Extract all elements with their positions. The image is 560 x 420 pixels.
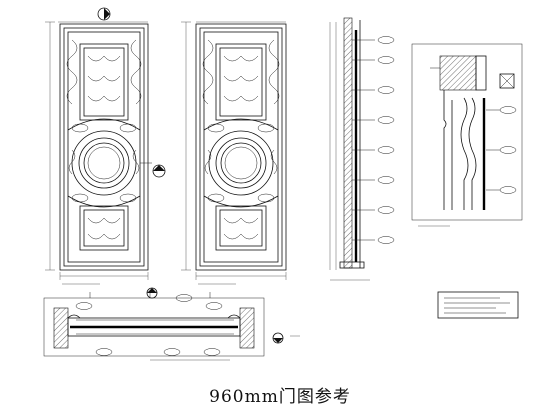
section-marker-icon: [272, 332, 284, 344]
door-elevation-right: [181, 21, 287, 285]
drawing-caption: 960mm门图参考: [209, 387, 351, 407]
horizontal-section: [43, 292, 300, 361]
door-elevation-left: [45, 21, 149, 285]
section-marker-icon: [140, 162, 166, 178]
notes-box: [437, 291, 519, 319]
vertical-section: [329, 17, 395, 281]
section-marker-icon: [146, 287, 158, 299]
section-marker-icon: [97, 7, 111, 21]
frame-detail: [411, 43, 523, 227]
